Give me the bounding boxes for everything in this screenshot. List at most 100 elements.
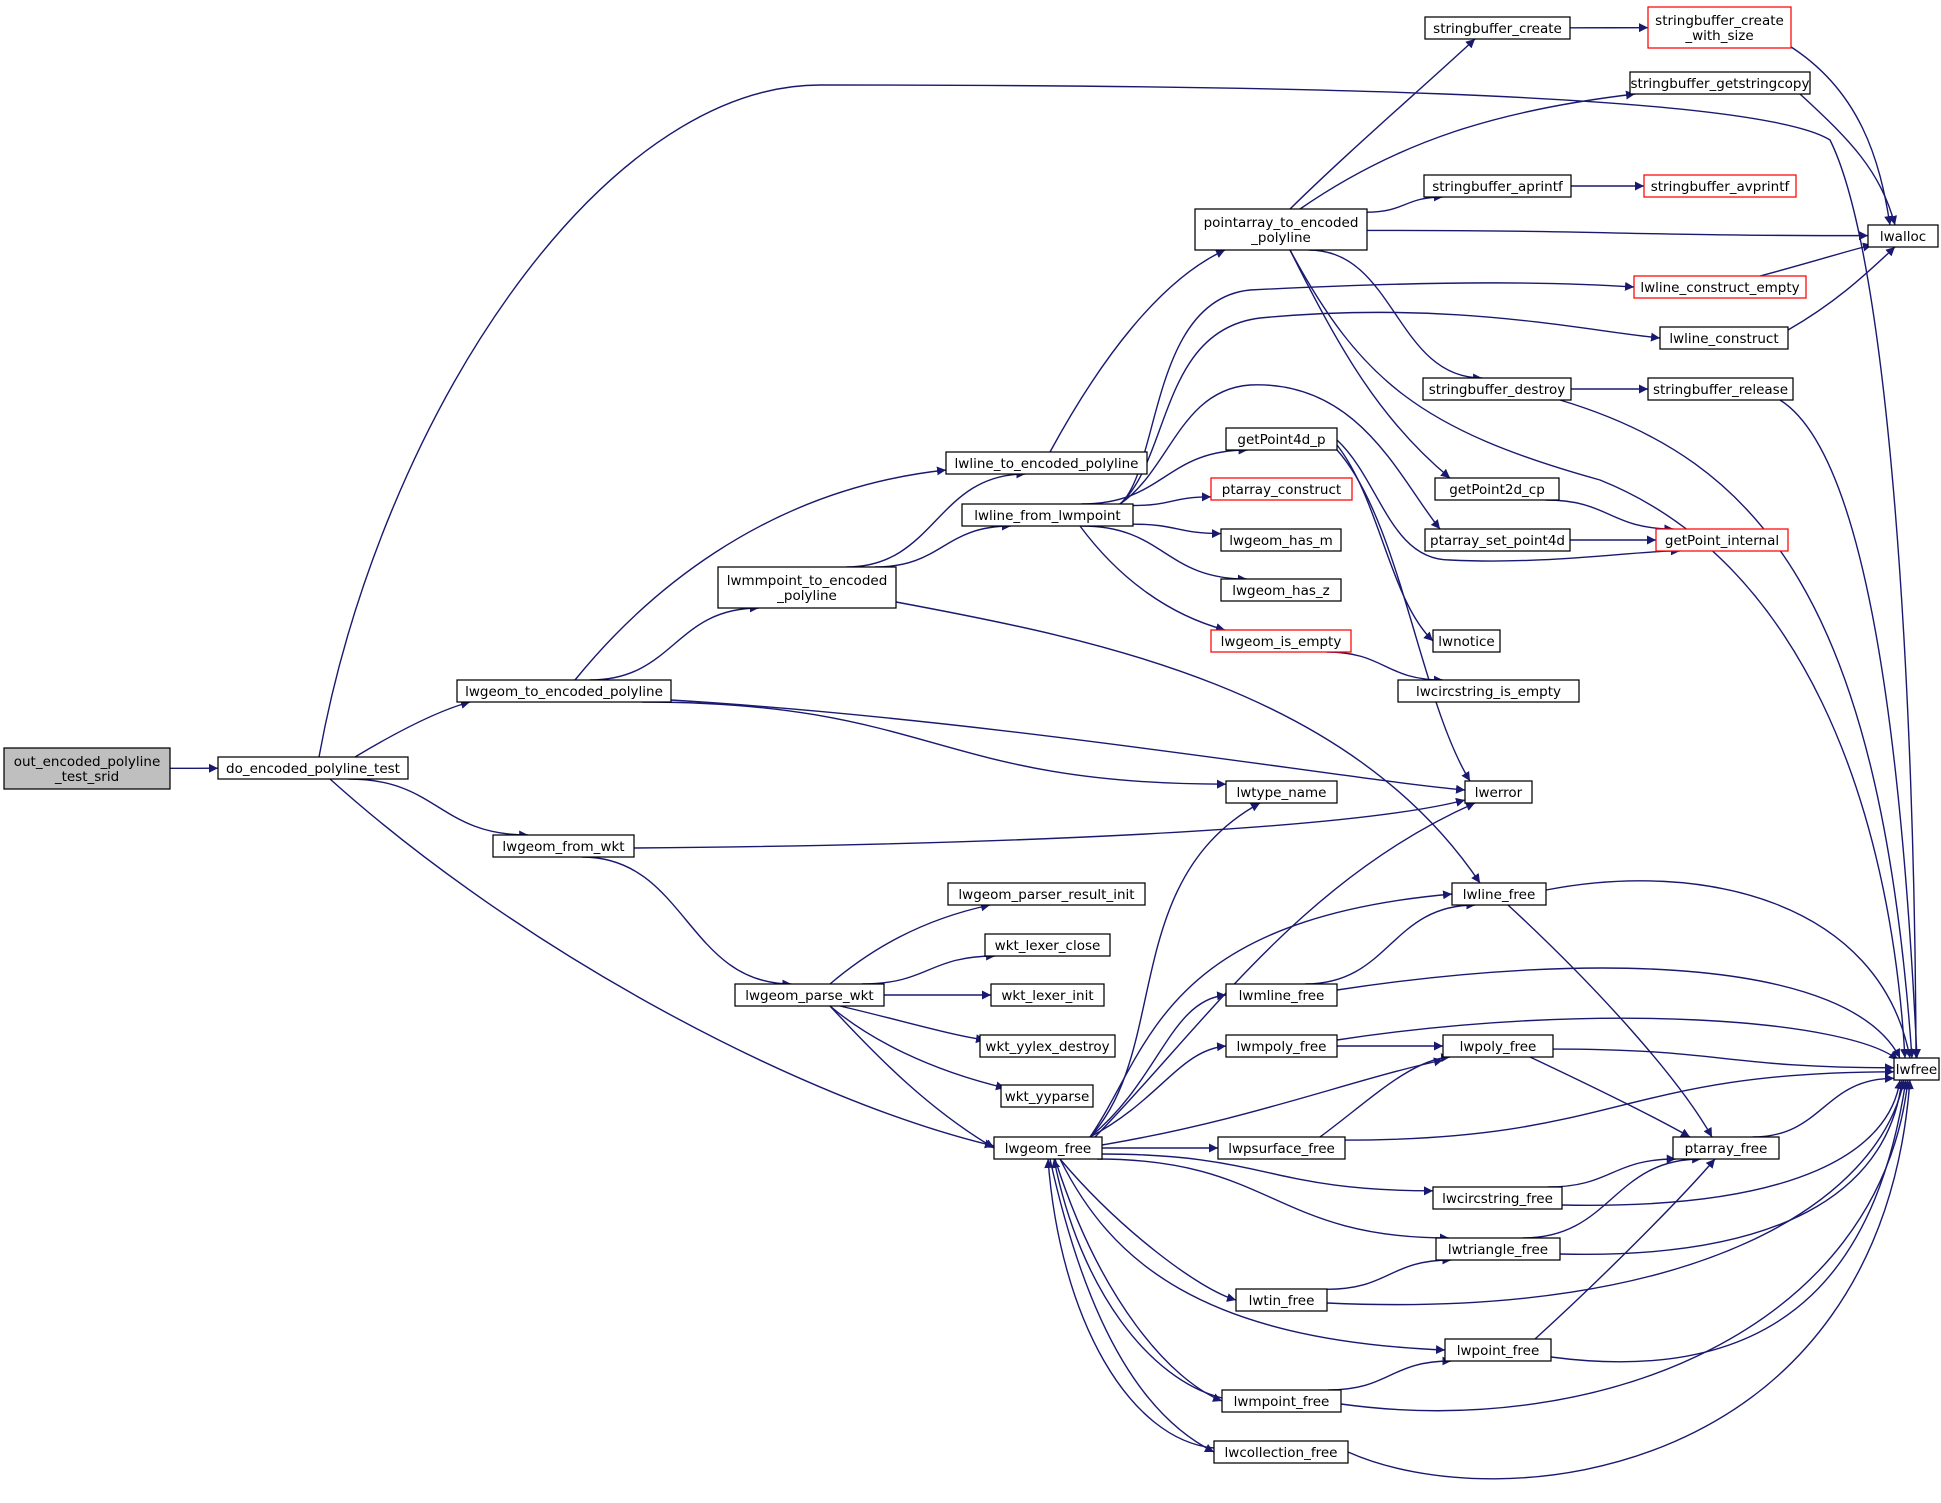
- node-getp_internal[interactable]: getPoint_internal: [1655, 528, 1789, 552]
- node-point_free[interactable]: lwpoint_free: [1444, 1338, 1552, 1362]
- node-getp2d[interactable]: getPoint2d_cp: [1434, 477, 1560, 501]
- node-parse_wkt[interactable]: lwgeom_parse_wkt: [734, 983, 885, 1007]
- node-label: do_encoded_polyline_test: [226, 761, 400, 777]
- node-tri_free[interactable]: lwtriangle_free: [1435, 1237, 1561, 1261]
- node-label: lwline_construct_empty: [1640, 280, 1799, 296]
- edge-parse_wkt-to-yylex_destroy: [839, 1005, 986, 1044]
- node-box: [1647, 6, 1792, 49]
- edge-mpoly_free-to-lwfree: [1336, 1017, 1899, 1061]
- node-error[interactable]: lwerror: [1464, 780, 1533, 804]
- node-sb_getcopy[interactable]: stringbuffer_getstringcopy: [1629, 71, 1811, 95]
- node-circ_free[interactable]: lwcircstring_free: [1432, 1186, 1563, 1210]
- node-box: [3, 747, 171, 790]
- edge-tin_free-to-tri_free: [1326, 1255, 1452, 1290]
- node-mpt_enc[interactable]: lwmmpoint_to_encoded_polyline: [717, 566, 897, 609]
- node-pa_enc[interactable]: pointarray_to_encoded_polyline: [1194, 208, 1368, 251]
- edge-geom_free-to-tin_free: [1059, 1158, 1237, 1302]
- node-sb_avprintf[interactable]: stringbuffer_avprintf: [1643, 174, 1797, 198]
- edge-coll_free-to-lwfree: [1347, 1079, 1914, 1480]
- node-tin_free[interactable]: lwtin_free: [1235, 1288, 1328, 1312]
- node-circ_empty[interactable]: lwcircstring_is_empty: [1397, 679, 1580, 703]
- node-notice[interactable]: lwnotice: [1432, 629, 1501, 653]
- node-has_z[interactable]: lwgeom_has_z: [1220, 578, 1342, 602]
- node-label: pointarray_to_encoded: [1204, 215, 1359, 231]
- edge-line_enc-to-pa_enc: [1049, 249, 1226, 453]
- edge-pa_enc-to-lwfree: [1289, 249, 1909, 1059]
- node-mpoint_free[interactable]: lwmpoint_free: [1221, 1389, 1342, 1413]
- edge-tri_free-to-pa_free: [1522, 1154, 1702, 1239]
- node-label: _polyline: [1250, 230, 1311, 246]
- edge-geom_free-to-mpoly_free: [1089, 1042, 1227, 1138]
- edge-line_from_pt-to-has_m: [1132, 523, 1222, 539]
- node-lex_init[interactable]: wkt_lexer_init: [990, 983, 1105, 1007]
- node-label: wkt_yyparse: [1005, 1089, 1090, 1105]
- node-yyparse[interactable]: wkt_yyparse: [1000, 1084, 1094, 1108]
- node-box: [1633, 275, 1807, 299]
- node-sb_destroy[interactable]: stringbuffer_destroy: [1422, 377, 1572, 401]
- node-label: lwpoint_free: [1457, 1343, 1540, 1359]
- node-line_cons_empty[interactable]: lwline_construct_empty: [1633, 275, 1807, 299]
- edge-tri_free-to-lwfree: [1559, 1079, 1906, 1255]
- node-do_test[interactable]: do_encoded_polyline_test: [217, 756, 409, 780]
- node-label: lwcircstring_free: [1442, 1191, 1553, 1207]
- edge-point_free-to-pa_free: [1534, 1158, 1716, 1340]
- edge-pa_enc-to-lwalloc: [1366, 229, 1869, 241]
- node-psurf_free[interactable]: lwpsurface_free: [1217, 1136, 1346, 1160]
- node-has_m[interactable]: lwgeom_has_m: [1220, 528, 1342, 552]
- node-line_enc[interactable]: lwline_to_encoded_polyline: [945, 451, 1148, 475]
- node-mpoly_free[interactable]: lwmpoly_free: [1225, 1034, 1338, 1058]
- node-sb_aprintf[interactable]: stringbuffer_aprintf: [1423, 174, 1572, 198]
- edge-to_enc-to-mpt_enc: [589, 603, 759, 681]
- node-box: [1442, 1034, 1554, 1058]
- node-line_free[interactable]: lwline_free: [1451, 882, 1547, 906]
- node-mline_free[interactable]: lwmline_free: [1225, 983, 1338, 1007]
- edge-mline_free-to-line_free: [1305, 900, 1476, 985]
- node-sb_release[interactable]: stringbuffer_release: [1647, 377, 1794, 401]
- node-line_cons[interactable]: lwline_construct: [1659, 326, 1789, 350]
- node-box: [1422, 377, 1572, 401]
- edge-pa_enc-to-sb_create: [1289, 38, 1476, 210]
- node-box: [1444, 1338, 1552, 1362]
- node-box: [1225, 780, 1338, 804]
- node-box: [1217, 1136, 1346, 1160]
- edge-coll_free-to-geom_free: [1044, 1158, 1215, 1449]
- edge-line_cons_empty-to-lwalloc: [1759, 242, 1873, 277]
- node-box: [1424, 16, 1571, 40]
- node-lex_close[interactable]: wkt_lexer_close: [984, 933, 1111, 957]
- node-from_wkt[interactable]: lwgeom_from_wkt: [492, 834, 635, 858]
- node-box: [1464, 780, 1533, 804]
- node-pa_set4d[interactable]: ptarray_set_point4d: [1424, 528, 1571, 552]
- node-label: lwgeom_parser_result_init: [958, 887, 1134, 903]
- node-pa_free[interactable]: ptarray_free: [1672, 1136, 1780, 1160]
- node-sb_create_ws[interactable]: stringbuffer_create_with_size: [1647, 6, 1792, 49]
- node-label: wkt_lexer_init: [1001, 988, 1093, 1004]
- node-getp4d[interactable]: getPoint4d_p: [1225, 427, 1338, 451]
- node-label: stringbuffer_avprintf: [1651, 179, 1791, 195]
- node-label: wkt_lexer_close: [995, 938, 1101, 954]
- node-sb_create[interactable]: stringbuffer_create: [1424, 16, 1571, 40]
- edge-psurf_free-to-lwfree: [1344, 1067, 1895, 1141]
- node-pa_construct[interactable]: ptarray_construct: [1210, 477, 1353, 501]
- node-coll_free[interactable]: lwcollection_free: [1213, 1440, 1349, 1464]
- node-label: lwmpoly_free: [1237, 1039, 1327, 1055]
- node-lwfree[interactable]: lwfree: [1893, 1057, 1940, 1081]
- node-type_name[interactable]: lwtype_name: [1225, 780, 1338, 804]
- node-lwalloc[interactable]: lwalloc: [1867, 224, 1939, 248]
- node-to_enc[interactable]: lwgeom_to_encoded_polyline: [456, 679, 672, 703]
- edge-tin_free-to-lwfree: [1326, 1079, 1907, 1306]
- node-poly_free[interactable]: lwpoly_free: [1442, 1034, 1554, 1058]
- node-is_empty[interactable]: lwgeom_is_empty: [1210, 629, 1352, 653]
- node-box: [456, 679, 672, 703]
- node-label: stringbuffer_getstringcopy: [1631, 76, 1810, 92]
- edge-geom_free-to-type_name: [1089, 802, 1261, 1138]
- node-box: [217, 756, 409, 780]
- node-box: [1451, 882, 1547, 906]
- edge-line_cons-to-lwalloc: [1787, 246, 1896, 331]
- node-label: lwmline_free: [1239, 988, 1325, 1004]
- node-parser_init[interactable]: lwgeom_parser_result_init: [947, 882, 1146, 906]
- node-line_from_pt[interactable]: lwline_from_lwmpoint: [961, 503, 1134, 527]
- node-yylex_destroy[interactable]: wkt_yylex_destroy: [979, 1034, 1116, 1058]
- node-geom_free[interactable]: lwgeom_free: [993, 1136, 1103, 1160]
